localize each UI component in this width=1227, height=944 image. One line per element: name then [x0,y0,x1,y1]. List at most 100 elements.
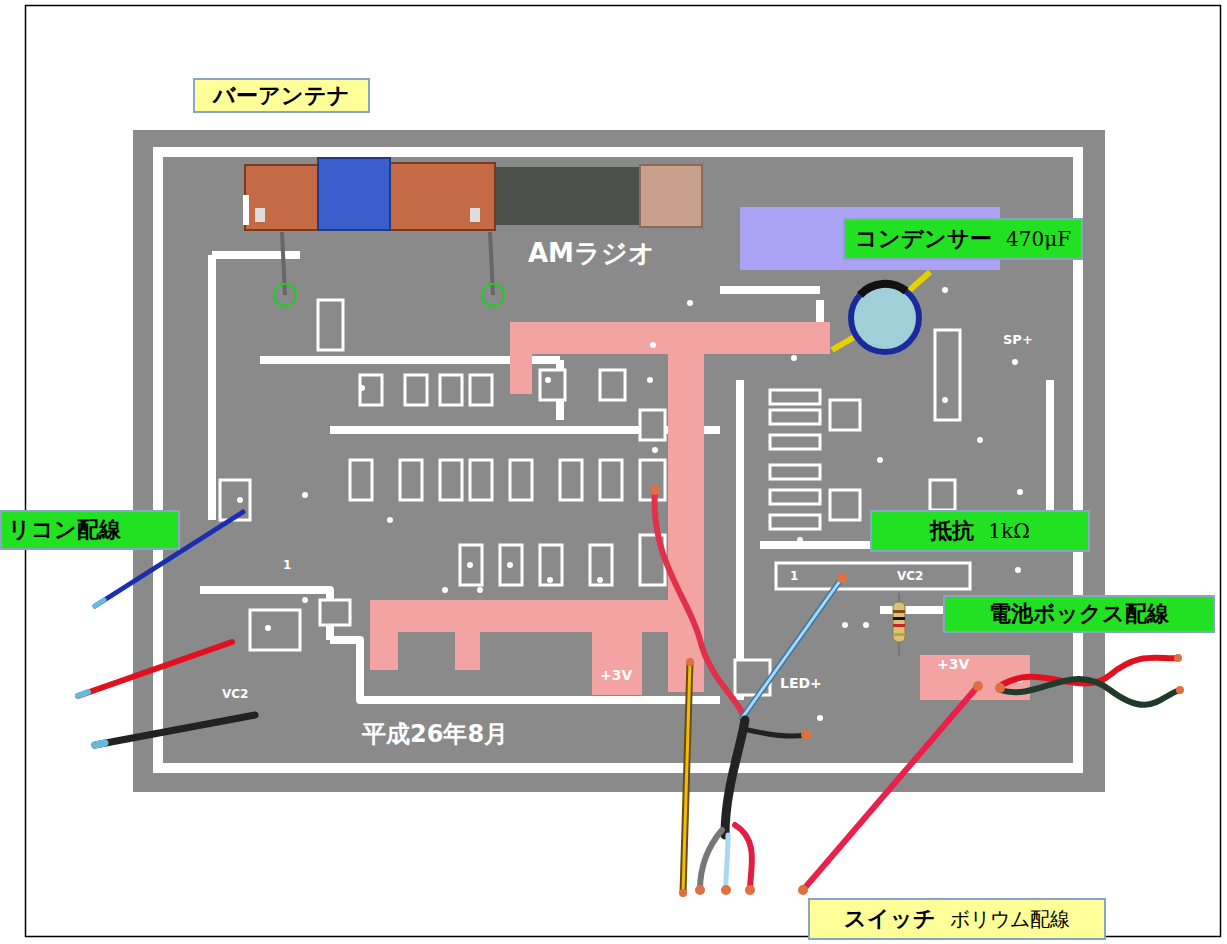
copper-pads-part [460,545,482,585]
frame-part [26,6,1221,937]
pin-name: VC2 [222,688,248,700]
bar-antenna-part [470,208,480,222]
copper-pads-part [770,410,820,424]
wires-part [725,720,745,835]
bar-antenna [243,158,702,306]
bar-antenna-part [480,167,650,225]
via-dots-part [302,597,308,603]
via-dots-part [467,562,473,568]
copper-pads-part [510,460,532,500]
pin-number: 1 [283,559,291,571]
copper-pads-part [560,460,582,500]
copper-pads-part [440,375,462,405]
copper-pads-part [540,370,565,400]
copper-pads-part [250,610,300,650]
wires-part [1000,679,1180,705]
wires-part [78,692,88,696]
wires-part [742,578,842,718]
pin-name: LED+ [780,676,822,690]
via-dots-part [359,385,365,391]
solder-tips [650,485,1184,897]
wires-part [742,578,842,718]
pin-number: 1 [790,570,798,582]
pink-copper-part [370,600,704,632]
bar-antenna-part [640,165,702,227]
callout-title: リコン配線 [8,515,121,545]
callout-value: 470μF [1006,227,1071,251]
wires-part [803,686,978,890]
callout-label: 抵抗 1kΩ [870,510,1090,552]
copper-pads-part [770,515,820,529]
resistor-part [893,617,905,620]
via-dots-part [797,537,803,543]
board-title: AMラジオ [528,240,655,266]
pink-copper-part [592,600,642,695]
bar-antenna-part [385,163,495,230]
isolation-lines-part [208,255,216,520]
resistor-part [893,602,905,642]
via-dots-part [1017,489,1023,495]
copper-pads-part [405,375,427,405]
capacitor-part [860,284,906,295]
wires-part [735,825,752,890]
copper-pads-part [930,480,955,510]
callout-label: リコン配線 [0,510,180,550]
via-dots-part [687,300,693,306]
pink-copper-part [370,600,398,670]
solder-tips-part [798,885,808,895]
pink-copper-part [455,600,480,670]
wires-part [78,642,232,696]
copper-pads-part [830,400,860,430]
pcb-board-part [158,152,1078,768]
callout-value: 1kΩ [988,519,1029,543]
pcb-board [133,130,1105,792]
via-dots-part [842,622,848,628]
solder-tips-part [695,885,705,895]
via-dots-part [942,287,948,293]
copper-pads-part [935,330,960,420]
bar-antenna-part [490,232,493,295]
callout-title: スイッチ [844,904,936,934]
via-dots-part [547,577,553,583]
via-dots-part [597,577,603,583]
capacitor [832,272,930,352]
callout-label: スイッチボリウム配線 [808,898,1106,940]
callout-title: バーアンテナ [213,81,350,111]
isolation-lines-part [736,380,744,700]
wires [78,490,1180,893]
resistor [893,593,905,656]
callout-value: ボリウム配線 [950,906,1070,933]
solder-tips-part [745,885,755,895]
solder-tips-part [1174,654,1182,662]
signal-name: +3V [937,657,969,671]
wires-part [726,835,728,890]
copper-pads-part [770,390,820,404]
callout-title: 電池ボックス配線 [989,599,1169,629]
solder-tips-part [650,485,660,495]
solder-tips-part [995,683,1005,693]
via-dots-part [545,377,551,383]
wires-part [95,743,105,745]
wires-part [700,830,722,890]
wires-part [683,662,690,893]
copper-pads-part [220,480,250,520]
isolation-lines [200,255,1078,700]
copper-pads-part [640,410,665,440]
solder-tips-part [721,885,731,895]
resistor-part [893,610,905,613]
callout-title: 抵抗 [930,516,974,546]
bar-antenna-part [282,232,285,295]
signal-name: +3V [600,668,632,682]
solder-tips-part [1176,686,1184,694]
via-dots-part [302,492,308,498]
via-dots-part [477,587,483,593]
resistor-part [893,633,905,636]
copper-pads-part [600,460,622,500]
copper-pads-part [640,460,665,500]
callout-title: コンデンサー [855,224,992,254]
via-dots-part [877,457,883,463]
solder-tips-part [679,889,687,897]
via-dots-part [237,497,243,503]
